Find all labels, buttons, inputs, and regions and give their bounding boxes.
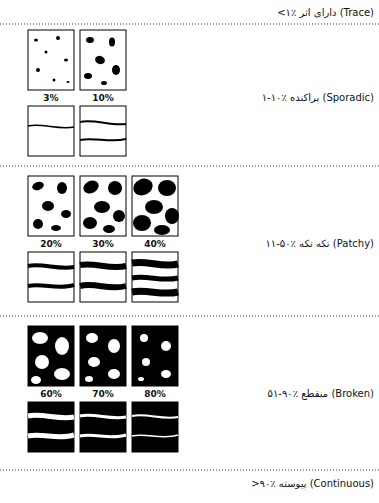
class-label: >۹۰٪ پیوسته (Continuous) <box>180 478 374 490</box>
layer-square <box>132 402 178 452</box>
class-label: <۱٪ دارای اثر (Trace) <box>180 7 374 19</box>
percent-label: 40% <box>132 238 178 250</box>
pattern-square <box>131 176 179 236</box>
percent-label: 10% <box>80 92 126 104</box>
layer-square <box>80 402 126 452</box>
pattern-square <box>80 30 126 90</box>
percent-label: 3% <box>28 92 74 104</box>
pattern-square <box>28 30 74 90</box>
separator-line <box>0 24 379 470</box>
class-label: ۱-۱۰٪ پراکنده (Sporadic) <box>180 92 374 104</box>
layer-square <box>28 252 74 302</box>
class-label: ۱۱-۵۰٪ تکه تکه (Patchy) <box>180 238 374 250</box>
pattern-square <box>80 326 126 386</box>
layer-square <box>80 106 126 156</box>
percent-label: 60% <box>28 388 74 400</box>
percent-label: 80% <box>132 388 178 400</box>
pattern-square <box>28 176 74 236</box>
layer-square <box>28 402 74 452</box>
percent-label: 20% <box>28 238 74 250</box>
percent-label: 30% <box>80 238 126 250</box>
layer-square <box>132 252 178 302</box>
pattern-square <box>28 326 74 386</box>
percent-label: 70% <box>80 388 126 400</box>
pattern-square <box>132 326 178 386</box>
layer-square <box>28 106 74 156</box>
layer-square <box>80 252 126 302</box>
class-label: ۵۱-۹۰٪ منقطع (Broken) <box>180 388 374 400</box>
pattern-square <box>80 176 126 236</box>
